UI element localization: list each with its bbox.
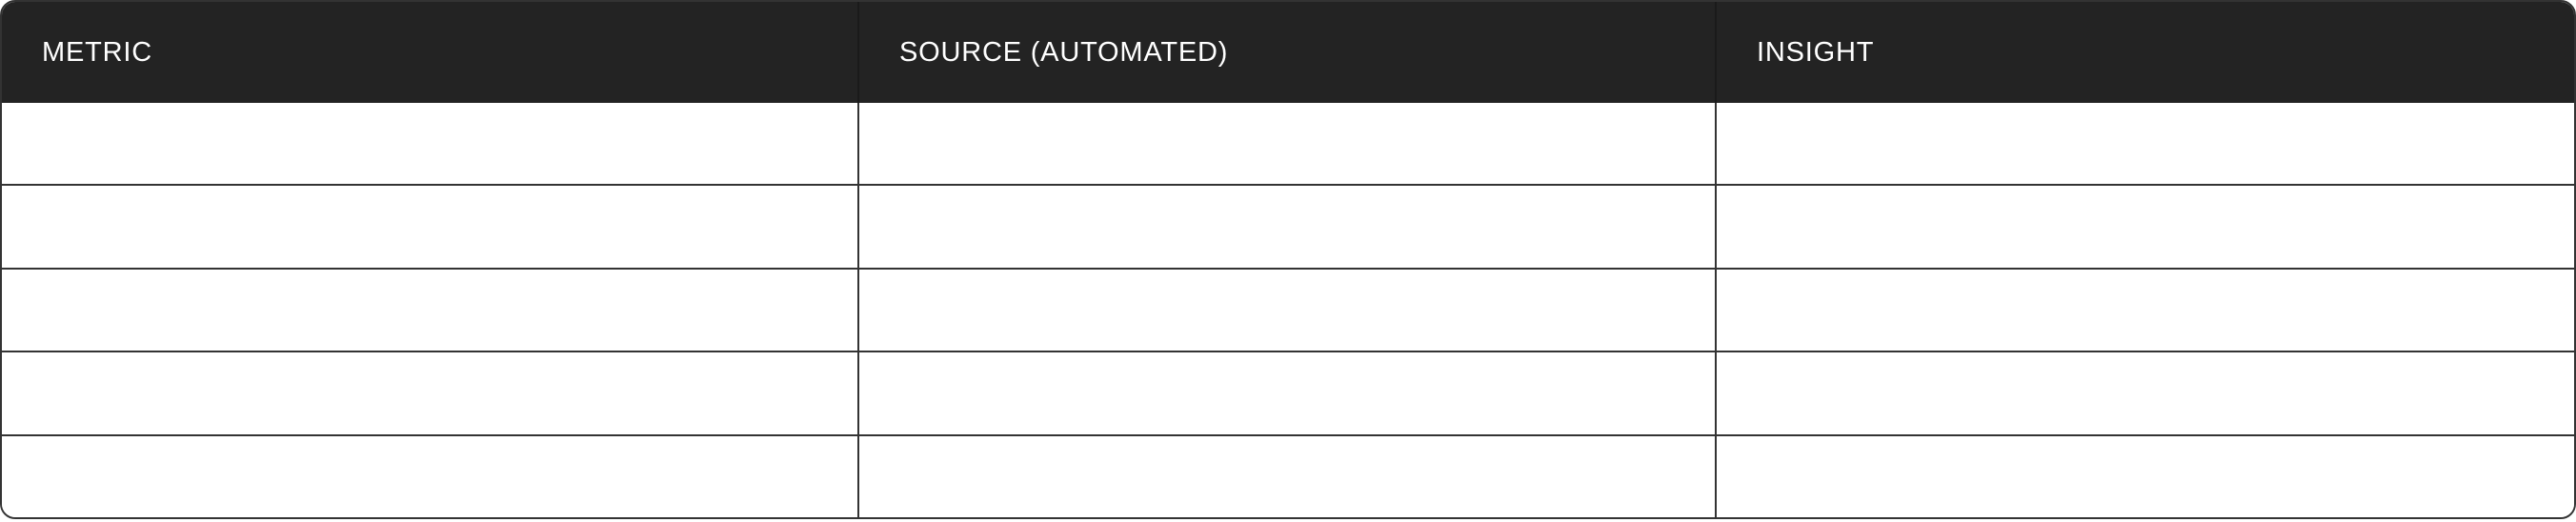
table-header-row: METRIC SOURCE (AUTOMATED) INSIGHT bbox=[2, 2, 2574, 103]
table-row bbox=[2, 103, 2574, 185]
column-header-source-automated: SOURCE (AUTOMATED) bbox=[859, 2, 1717, 103]
table-row bbox=[2, 351, 2574, 434]
table-row bbox=[2, 267, 2574, 351]
column-header-insight: INSIGHT bbox=[1757, 36, 1875, 68]
table-cell[interactable] bbox=[2, 186, 859, 268]
table-cell[interactable] bbox=[2, 435, 859, 517]
table-cell[interactable] bbox=[2, 269, 859, 351]
table-row bbox=[2, 433, 2574, 517]
table-body bbox=[2, 103, 2574, 517]
table-cell[interactable] bbox=[1717, 436, 2574, 517]
table-cell[interactable] bbox=[859, 186, 1717, 268]
table-cell[interactable] bbox=[859, 352, 1717, 434]
table-cell[interactable] bbox=[2, 352, 859, 434]
table-cell[interactable] bbox=[859, 103, 1717, 185]
table-row bbox=[2, 184, 2574, 268]
table-cell[interactable] bbox=[859, 269, 1717, 351]
table-cell[interactable] bbox=[1717, 270, 2574, 351]
table-cell[interactable] bbox=[1717, 352, 2574, 433]
table-cell[interactable] bbox=[2, 103, 859, 185]
column-header-metric: METRIC bbox=[2, 2, 859, 103]
table-cell[interactable] bbox=[1717, 103, 2574, 184]
table-cell[interactable] bbox=[1717, 186, 2574, 267]
table-cell[interactable] bbox=[859, 435, 1717, 517]
